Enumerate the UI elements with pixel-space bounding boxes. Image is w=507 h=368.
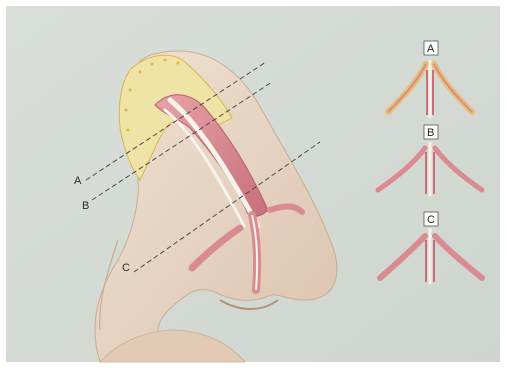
panel-label-c: C (427, 214, 435, 226)
section-label-b: B (82, 200, 89, 212)
panel-label-a: A (427, 43, 435, 55)
panel-label-b: B (427, 127, 434, 139)
section-label-a: A (74, 175, 82, 187)
section-label-c: C (122, 262, 130, 274)
